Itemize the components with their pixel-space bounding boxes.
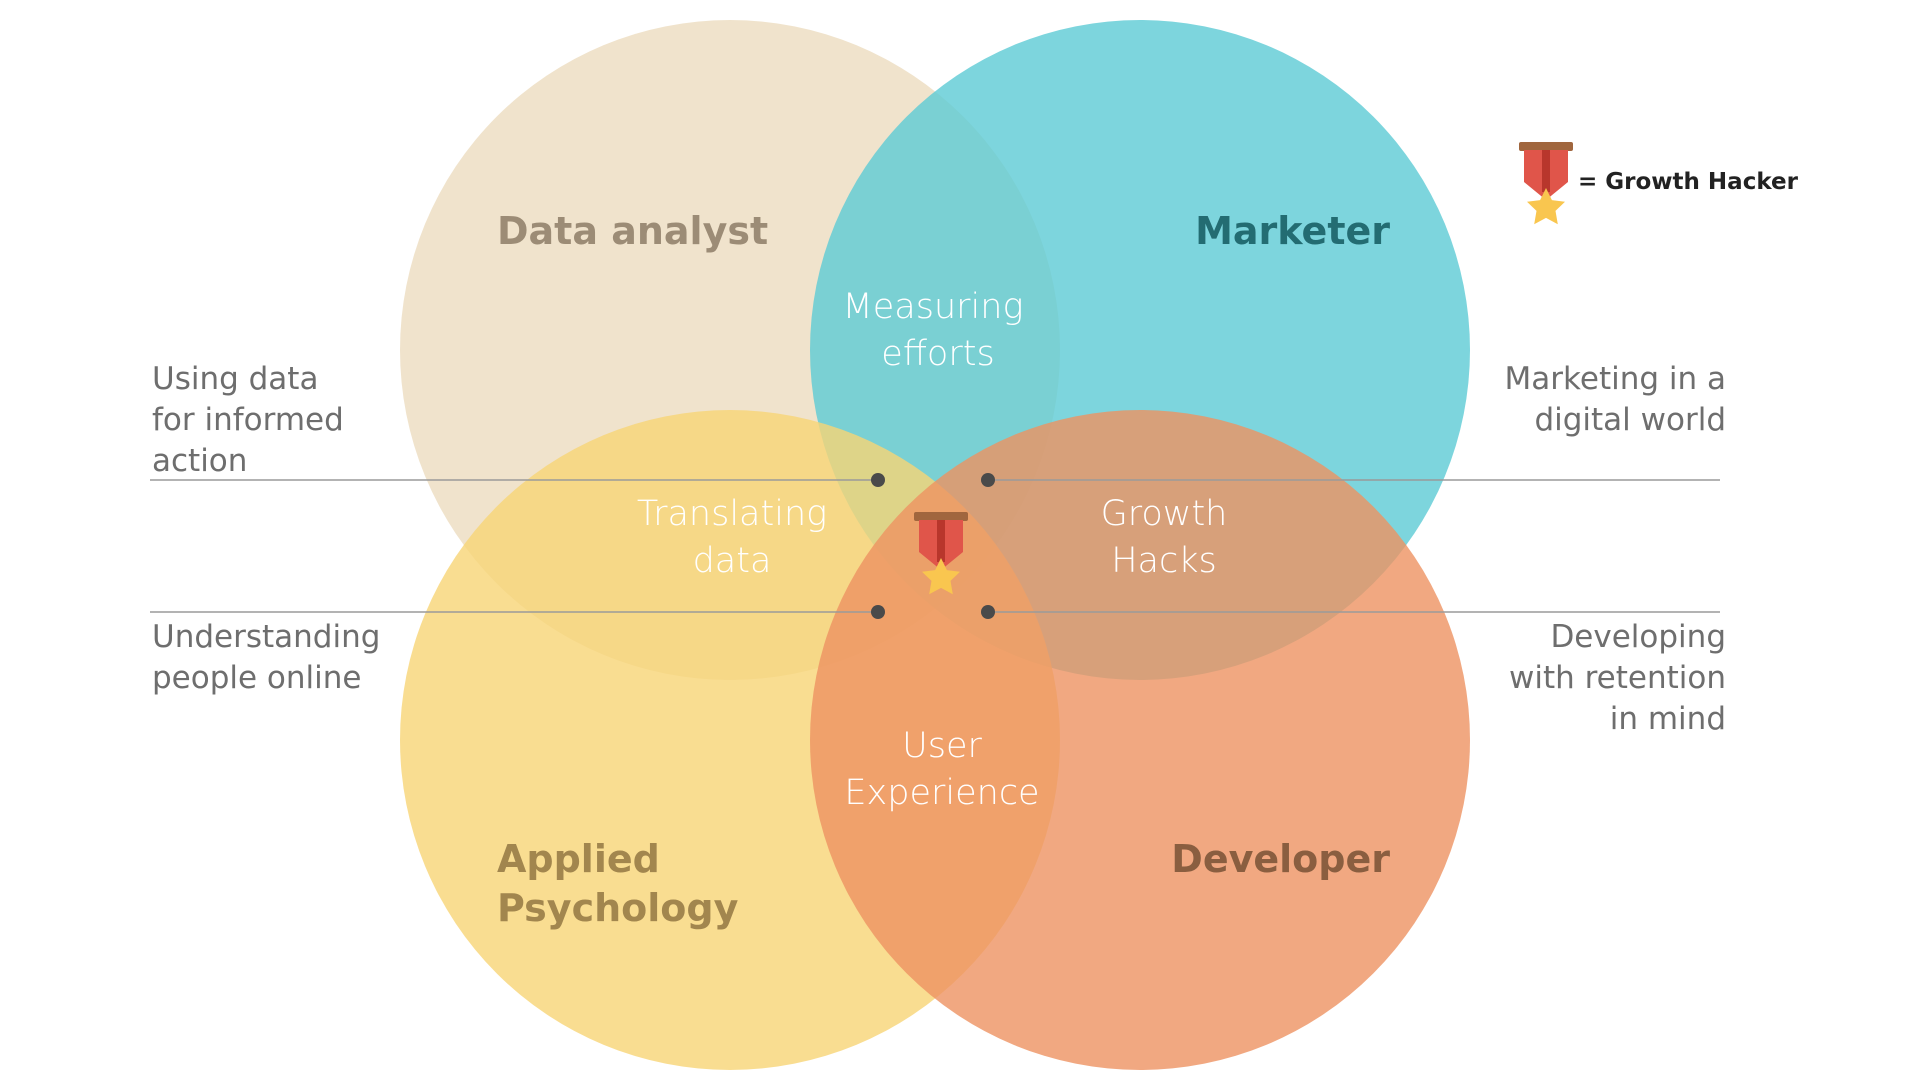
connector-dot-right-bottom	[981, 605, 995, 619]
note-right-bottom-line2: with retention	[1509, 660, 1726, 696]
note-right-top-line2: digital world	[1534, 402, 1726, 438]
overlap-user-experience-line2: Experience	[844, 773, 1039, 813]
overlap-translating-line2: data	[693, 541, 772, 581]
circle-developer	[810, 410, 1470, 1070]
overlap-measuring-line1: Measuring	[843, 287, 1024, 327]
title-developer: Developer	[1171, 837, 1390, 881]
overlap-user-experience-line1: User	[902, 726, 982, 766]
note-left-top-line3: action	[152, 443, 247, 479]
title-applied-psychology-line2: Psychology	[497, 886, 739, 930]
note-right-bottom-line1: Developing	[1550, 619, 1726, 655]
connector-dot-left-bottom	[871, 605, 885, 619]
legend: = Growth Hacker	[1519, 142, 1799, 225]
note-right-bottom-line3: in mind	[1610, 701, 1726, 737]
note-left-top-line2: for informed	[152, 402, 344, 438]
title-data-analyst: Data analyst	[497, 209, 768, 253]
overlap-translating-line1: Translating	[637, 494, 827, 534]
note-left-bottom-line2: people online	[152, 660, 362, 696]
connector-dot-left-top	[871, 473, 885, 487]
overlap-measuring-line2: efforts	[881, 334, 994, 374]
legend-text: = Growth Hacker	[1578, 169, 1799, 195]
title-applied-psychology-line1: Applied	[497, 837, 660, 881]
note-left-bottom-line1: Understanding	[152, 619, 380, 655]
overlap-growth-hacks-line2: Hacks	[1111, 541, 1217, 581]
note-left-top-line1: Using data	[152, 361, 318, 397]
connector-dot-right-top	[981, 473, 995, 487]
medal-icon	[1519, 142, 1573, 225]
title-marketer: Marketer	[1195, 209, 1390, 253]
overlap-growth-hacks-line1: Growth	[1101, 494, 1228, 534]
note-right-top-line1: Marketing in a	[1505, 361, 1726, 397]
